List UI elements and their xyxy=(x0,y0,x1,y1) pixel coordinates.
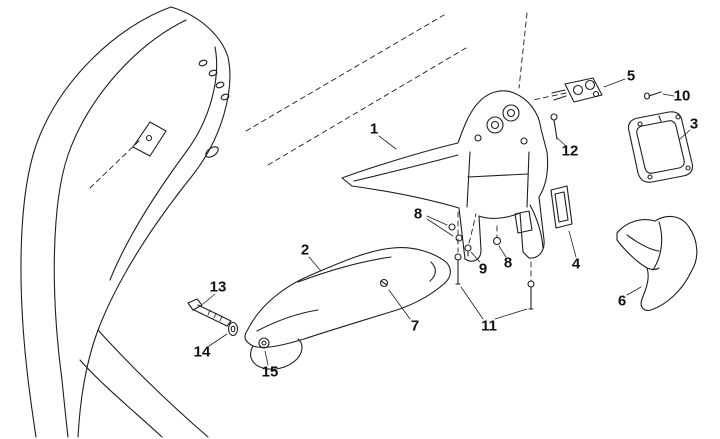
mud-flap-part-6 xyxy=(616,215,698,311)
callout-label-8b: 8 xyxy=(503,254,513,272)
washer-part-14 xyxy=(227,321,239,337)
fasteners-parts-8-9 xyxy=(448,223,502,257)
screw-part-12 xyxy=(550,113,558,140)
callout-label-15: 15 xyxy=(261,363,279,381)
support-strip-part-4 xyxy=(550,185,573,229)
callout-label-2: 2 xyxy=(300,241,310,259)
callout-label-7: 7 xyxy=(410,317,420,335)
screw-part-7 xyxy=(379,278,389,288)
callout-label-5: 5 xyxy=(626,67,636,85)
callout-label-8a: 8 xyxy=(413,205,423,223)
leader-lines xyxy=(202,78,691,366)
screw-part-10 xyxy=(643,91,662,100)
callout-label-3: 3 xyxy=(689,115,699,133)
callout-label-13: 13 xyxy=(209,278,227,296)
callout-label-12: 12 xyxy=(561,142,579,160)
screws-part-11 xyxy=(454,253,535,310)
callout-label-9: 9 xyxy=(478,260,488,278)
callout-label-6: 6 xyxy=(617,292,627,310)
alignment-dashes xyxy=(245,12,567,282)
plate-frame-part-3 xyxy=(627,111,694,183)
callout-label-11: 11 xyxy=(481,317,497,335)
mudguard-part-2 xyxy=(244,247,451,370)
callout-label-10: 10 xyxy=(673,87,691,105)
callout-label-14: 14 xyxy=(193,343,211,361)
scooter-body-outline xyxy=(20,6,231,438)
callout-label-4: 4 xyxy=(571,255,581,273)
fender-support-part-1 xyxy=(341,90,549,262)
callout-label-1: 1 xyxy=(369,120,379,138)
bolt-part-13 xyxy=(187,298,232,327)
bulb-holder-part-5 xyxy=(551,77,603,103)
